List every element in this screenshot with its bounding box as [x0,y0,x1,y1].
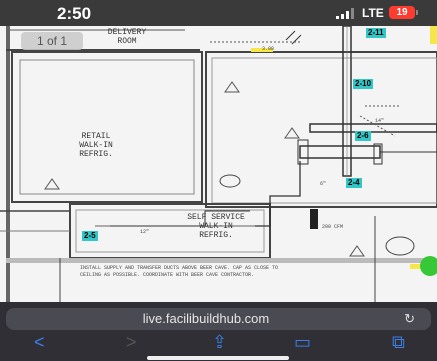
status-bar: 2:50 LTE 19 [0,0,437,26]
room-line: REFRIG. [199,231,233,240]
room-line: REFRIG. [79,150,113,159]
home-indicator[interactable] [147,356,289,360]
forward-icon[interactable]: > [126,332,137,352]
equipment-tag[interactable]: 2-5 [82,231,98,241]
equipment-tag[interactable]: 2-6 [355,131,371,141]
clock: 2:50 [57,4,92,23]
drawing-note: 14" [375,118,385,124]
page-indicator: 1 of 1 [21,32,83,50]
share-icon[interactable]: ⇪ [212,332,228,352]
signal-icon [336,8,358,19]
network-label: LTE [362,6,384,20]
drawing-note: 6" [320,181,327,187]
room-label-retail-walk-in: RETAIL WALK-IN REFRIG. [66,132,126,159]
url-text[interactable]: live.facilibuildhub.com [142,311,270,326]
drawing-note: INSTALL SUPPLY AND TRANSFER DUCTS ABOVE … [80,265,279,271]
tabs-icon[interactable]: ⧉ [392,332,405,352]
drawing-note: 3.08 [262,46,275,52]
floor-plan-drawing[interactable] [0,26,437,302]
room-line: RETAIL [81,132,111,141]
bookmarks-icon[interactable]: ▭ [294,332,312,352]
battery-tip [416,10,418,15]
address-bar[interactable]: live.facilibuildhub.com ↻ [6,308,431,330]
room-line: SELF SERVICE [187,213,245,222]
room-line: WALK-IN [79,141,113,150]
room-line: WALK-IN [199,222,233,231]
room-label-self-service: SELF SERVICE WALK-IN REFRIG. [180,213,252,240]
drawing-note: CEILING AS POSSIBLE. COORDINATE WITH BEE… [80,272,255,278]
equipment-tag[interactable]: 2-11 [366,28,386,38]
drawing-note: 12" [140,229,150,235]
back-icon[interactable]: < [34,332,45,352]
equipment-tag[interactable]: 2-10 [353,79,374,89]
room-line: DELIVERY [107,28,147,37]
reload-icon[interactable]: ↻ [404,311,415,326]
room-line: ROOM [117,37,137,46]
room-label-delivery: DELIVERY ROOM [97,28,157,46]
pdf-viewer[interactable]: 1 of 1 DELIVERY ROOM RETAIL WALK-IN REFR… [0,26,437,302]
equipment-tag[interactable]: 2-4 [346,178,362,188]
battery-icon: 19 [389,6,415,19]
browser-toolbar: live.facilibuildhub.com ↻ < > ⇪ ▭ ⧉ [0,302,437,361]
drawing-note: 200 CFM [322,224,344,230]
